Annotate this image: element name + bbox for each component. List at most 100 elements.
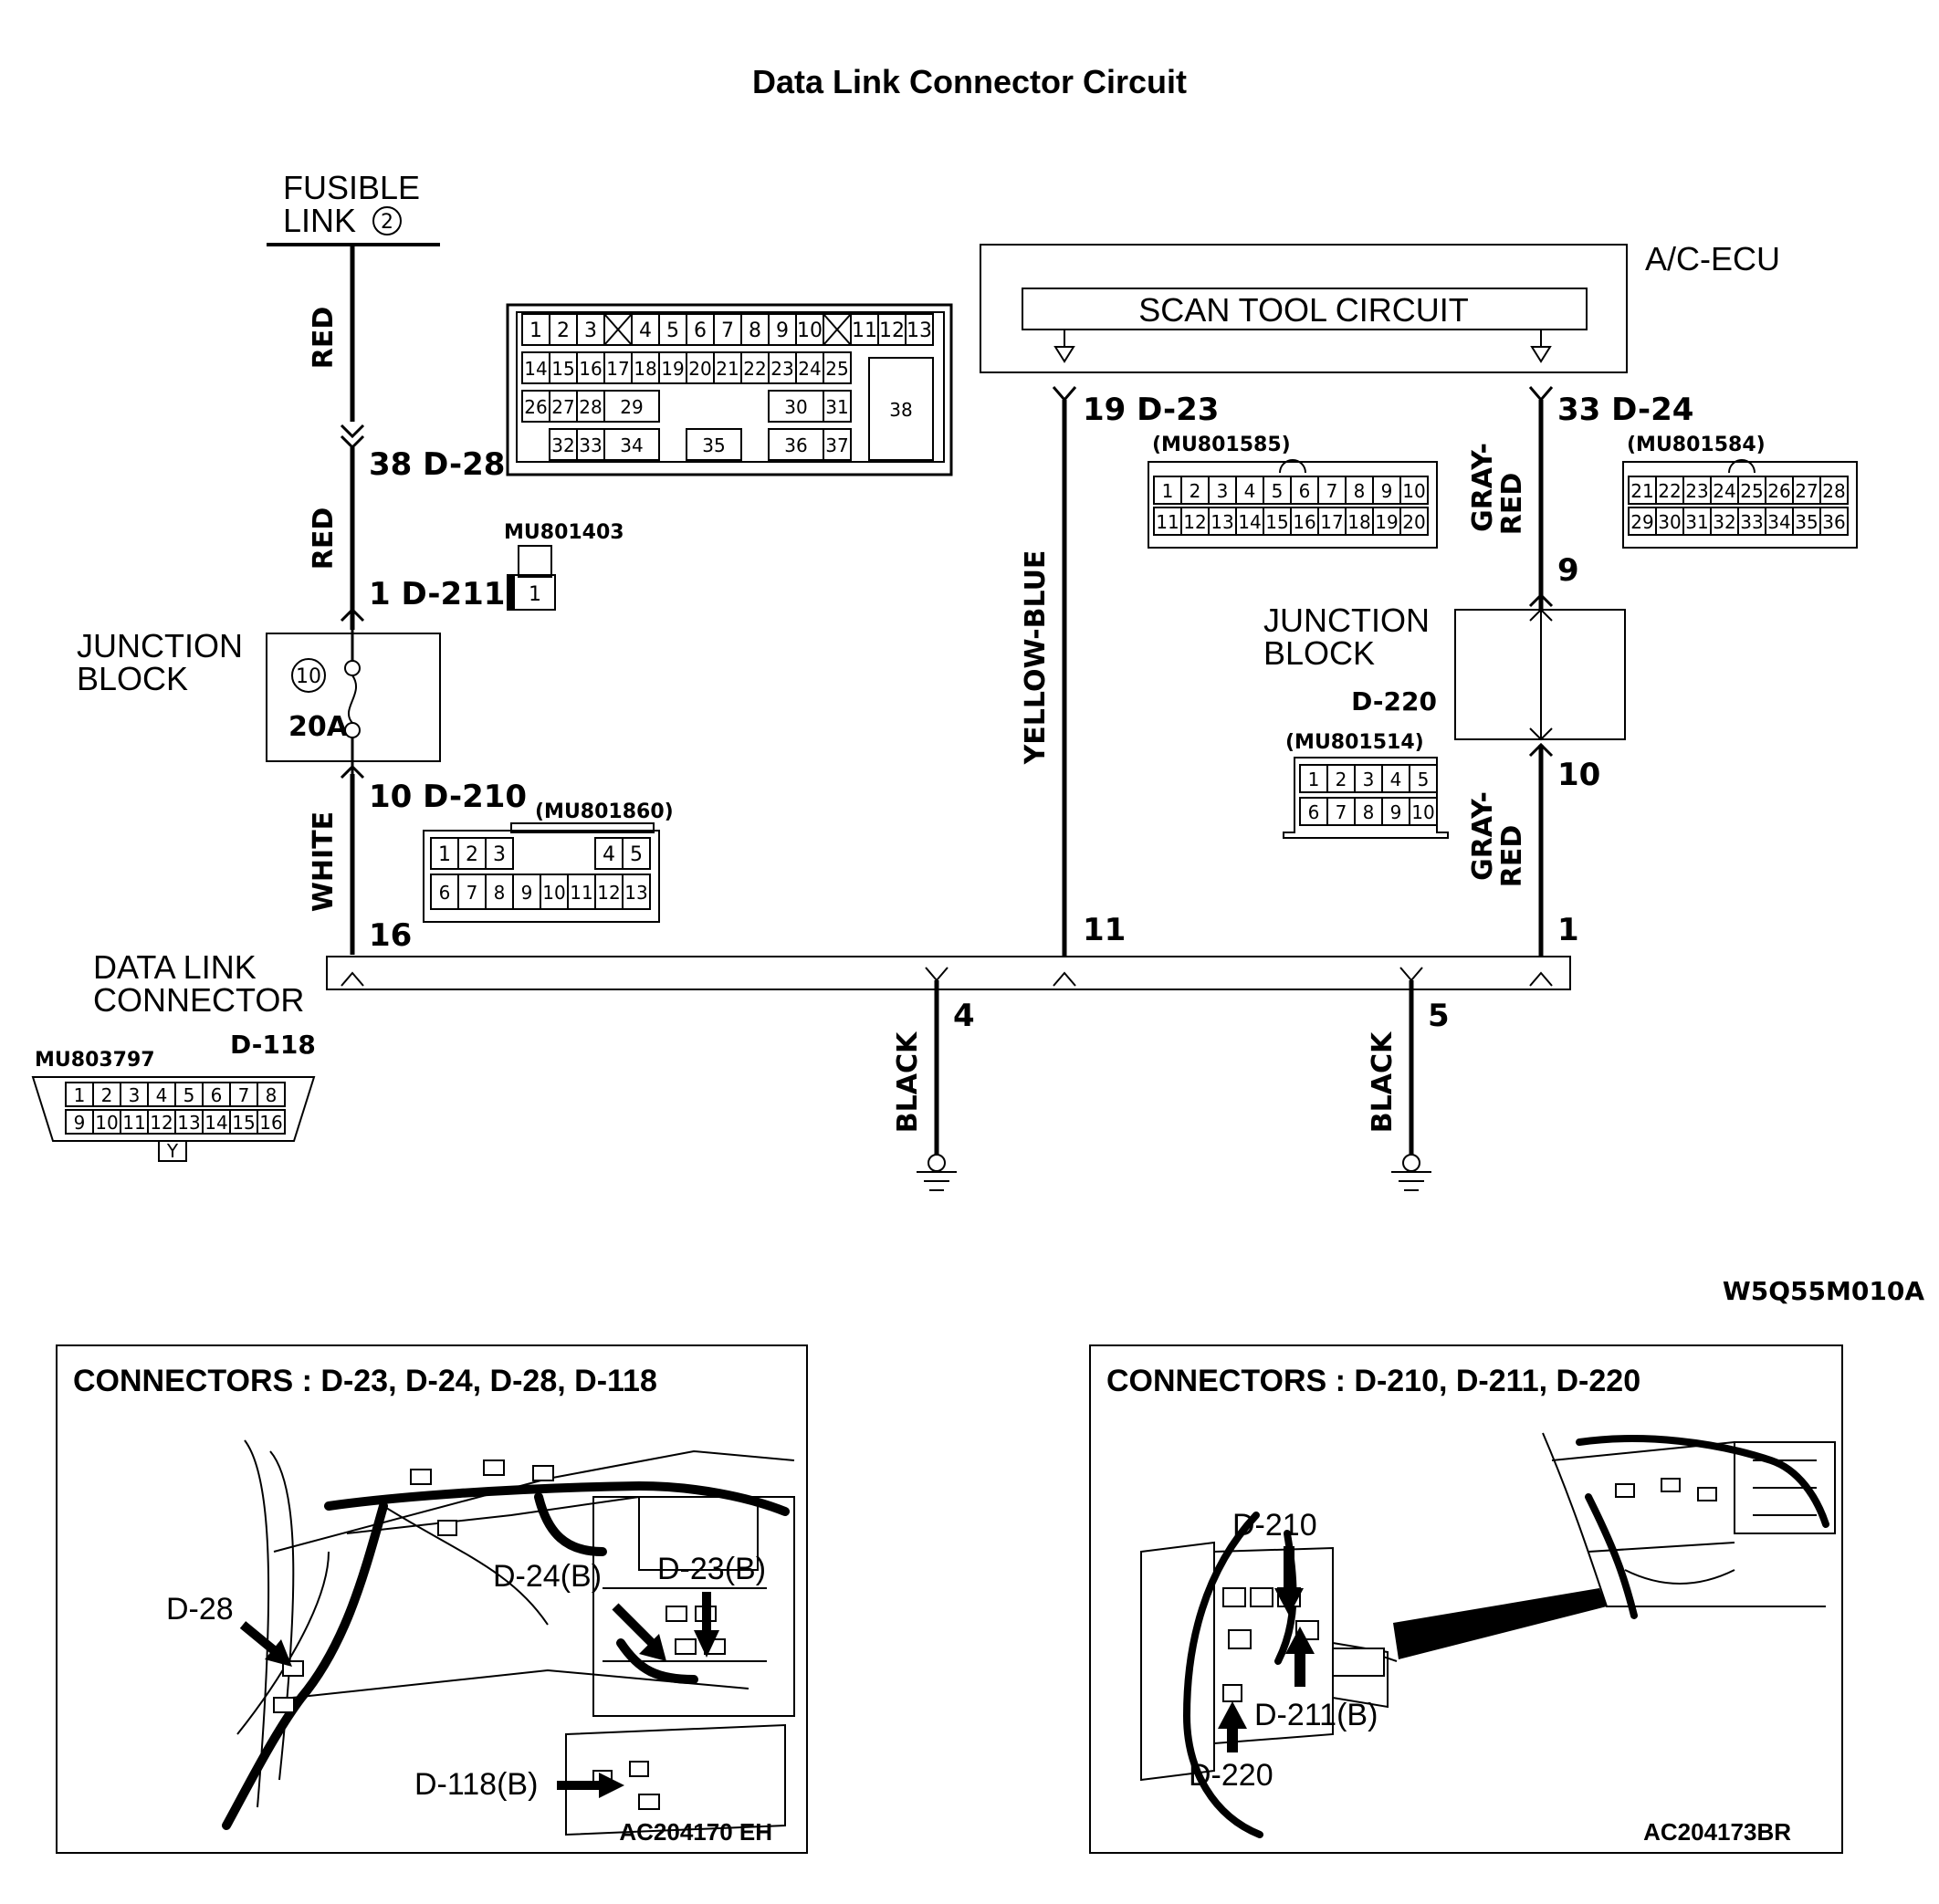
d28-cell: 9 — [776, 319, 789, 342]
d24-cell: 32 — [1713, 511, 1735, 533]
junction-right-out-mark — [1529, 727, 1553, 741]
d220-cell: 5 — [1418, 769, 1430, 790]
d220-cell: 2 — [1336, 769, 1347, 790]
d118-cell: 8 — [266, 1084, 278, 1106]
d28-cell: 11 — [852, 319, 877, 342]
right-junction-label: JUNCTION — [1263, 602, 1430, 639]
dlc-code: D-118 — [230, 1030, 316, 1060]
pin-d23-label: 19 D-23 — [1083, 392, 1219, 428]
connector-d211-mark — [340, 607, 365, 622]
d220-cell: 1 — [1308, 769, 1320, 790]
d118-cell: 1 — [74, 1084, 86, 1106]
d28-cell: 26 — [524, 396, 547, 418]
d23-cell: 5 — [1272, 480, 1284, 502]
d28-cell: 8 — [749, 319, 761, 342]
d220-part-number: (MU801514) — [1285, 731, 1424, 754]
d210-cell: 8 — [494, 882, 506, 904]
d28-cell: 16 — [579, 358, 602, 380]
d28-cell: 18 — [634, 358, 656, 380]
arrow-d24-icon — [612, 1603, 666, 1661]
figure-code: W5Q55M010A — [1723, 1276, 1924, 1306]
dashboard-illustration-2 — [1140, 1432, 1836, 1782]
d28-cell: 29 — [620, 396, 643, 418]
photo-panel-2: CONNECTORS : D-210, D-211, D-220 — [1089, 1344, 1843, 1854]
d118-cell: 6 — [211, 1084, 223, 1106]
d118-cell: 9 — [74, 1112, 86, 1134]
ground-1-icon — [917, 1171, 957, 1191]
d23-cell: 9 — [1381, 480, 1393, 502]
junction-block-label-2: BLOCK — [77, 660, 188, 697]
d28-cell: 25 — [825, 358, 848, 380]
d28-cell: 33 — [579, 434, 602, 456]
ac-ecu-label: A/C-ECU — [1645, 240, 1780, 277]
fuse-number: 10 — [296, 665, 321, 688]
photo-panel-1: CONNECTORS : D-23, D-24, D-28, D-118 — [56, 1344, 808, 1854]
d118-cell: 14 — [204, 1112, 227, 1134]
d24-cell: 21 — [1630, 480, 1653, 502]
pin-d210-label: 10 D-210 — [369, 779, 527, 815]
d23-cell: 12 — [1183, 511, 1206, 533]
d23-cell: 10 — [1402, 480, 1425, 502]
photo1-label-d24: D-24(B) — [493, 1559, 602, 1594]
junction-right-in-mark — [1529, 608, 1553, 622]
d23-cell: 2 — [1190, 480, 1201, 502]
d210-cell: 9 — [521, 882, 533, 904]
d28-cell: 12 — [879, 319, 905, 342]
d28-cell: 17 — [606, 358, 629, 380]
d28-cell: 3 — [584, 319, 597, 342]
d118-y-tab: Y — [166, 1140, 179, 1162]
arrow-d23-icon — [694, 1592, 719, 1658]
d28-cell: 30 — [784, 396, 807, 418]
d28-cell: 1 — [529, 319, 542, 342]
dlc-pin4-mark — [925, 967, 949, 982]
scan-tool-circuit-box — [1022, 288, 1588, 330]
d24-cell: 24 — [1713, 480, 1735, 502]
d118-cell: 12 — [150, 1112, 173, 1134]
d24-cell: 34 — [1767, 511, 1790, 533]
photo1-header: CONNECTORS : D-23, D-24, D-28, D-118 — [73, 1364, 657, 1398]
pin-9-label: 9 — [1557, 552, 1579, 589]
dlc-pin5-mark — [1399, 967, 1423, 982]
ground-2-terminal — [1402, 1154, 1420, 1172]
wire-label-black-2: BLACK — [1367, 1030, 1399, 1133]
d118-cell: 5 — [183, 1084, 195, 1106]
d28-cell: 38 — [889, 399, 912, 421]
d118-cell: 10 — [95, 1112, 118, 1134]
d28-cell: 6 — [694, 319, 707, 342]
d28-cell: 5 — [666, 319, 679, 342]
d24-cell: 28 — [1822, 480, 1845, 502]
d23-cell: 19 — [1375, 511, 1398, 533]
pin-11-label: 11 — [1083, 912, 1126, 948]
pin-16-label: 16 — [369, 917, 412, 954]
d24-cell: 22 — [1658, 480, 1681, 502]
pin-4-label: 4 — [953, 998, 975, 1034]
d24-part-number: (MU801584) — [1627, 434, 1766, 456]
d28-cell: 19 — [661, 358, 684, 380]
d210-cell: 3 — [493, 843, 506, 866]
d210-cell: 1 — [438, 843, 451, 866]
d23-cell: 3 — [1217, 480, 1229, 502]
d28-cell: 20 — [688, 358, 711, 380]
d28-cell: 15 — [551, 358, 574, 380]
d24-cell: 25 — [1740, 480, 1763, 502]
d220-cell: 6 — [1308, 801, 1320, 823]
d23-cell: 11 — [1156, 511, 1179, 533]
d210-part-number: (MU801860) — [535, 800, 674, 823]
wire-label-gray-red-a2: RED — [1496, 473, 1528, 536]
d28-cell: 10 — [797, 319, 823, 342]
pin-d211-label: 1 D-211 — [369, 576, 505, 612]
d24-cell: 36 — [1822, 511, 1845, 533]
photo1-label-d23: D-23(B) — [657, 1552, 766, 1586]
right-junction-label-2: BLOCK — [1263, 634, 1375, 672]
diagram-title: Data Link Connector Circuit — [752, 63, 1187, 100]
d23-cell: 4 — [1244, 480, 1256, 502]
d24-cell: 30 — [1658, 511, 1681, 533]
d28-cell: 34 — [620, 434, 643, 456]
photo2-label-d211: D-211(B) — [1254, 1698, 1378, 1732]
d24-cell: 29 — [1630, 511, 1653, 533]
arrow-d118-icon — [557, 1773, 624, 1798]
